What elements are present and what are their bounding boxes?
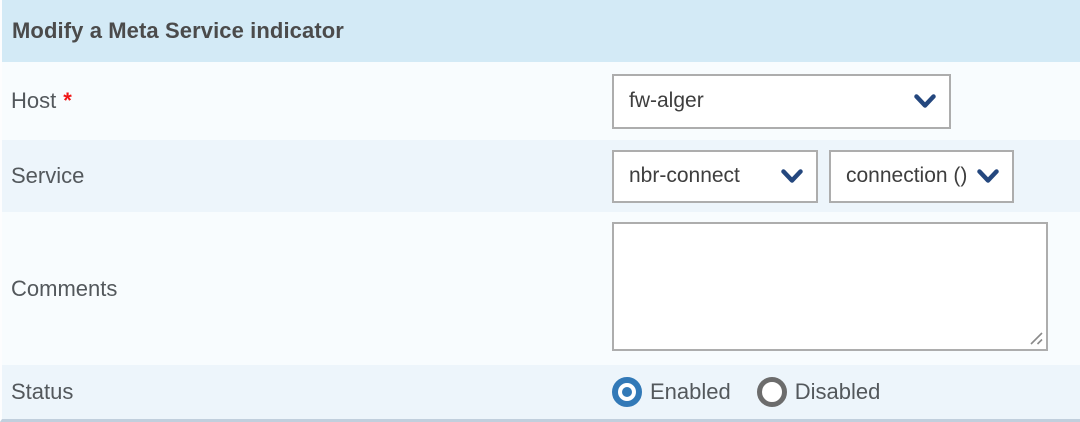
metric-select-value: connection () xyxy=(846,164,968,187)
status-label-cell: Status xyxy=(2,365,612,419)
status-radio-group: Enabled Disabled xyxy=(612,377,880,407)
status-row: Status Enabled Disabled xyxy=(2,365,1080,419)
status-radio-disabled[interactable]: Disabled xyxy=(756,377,881,407)
comments-textarea[interactable] xyxy=(612,221,1048,351)
chevron-down-icon xyxy=(781,168,803,183)
host-select-value: fw-alger xyxy=(629,89,704,112)
host-label: Host xyxy=(11,88,57,113)
host-select[interactable]: fw-alger xyxy=(612,73,951,129)
resize-handle-icon[interactable] xyxy=(1029,331,1044,346)
radio-unselected-icon xyxy=(756,377,787,407)
status-label: Status xyxy=(11,379,74,404)
metric-select[interactable]: connection () xyxy=(829,149,1014,203)
page-title: Modify a Meta Service indicator xyxy=(12,18,344,43)
comments-label-cell: Comments xyxy=(2,212,612,365)
comments-textarea-wrap xyxy=(612,221,1048,351)
status-radio-enabled[interactable]: Enabled xyxy=(612,377,731,407)
required-asterisk: * xyxy=(63,88,72,113)
service-select[interactable]: nbr-connect xyxy=(612,149,818,203)
chevron-down-icon xyxy=(977,168,999,183)
service-label: Service xyxy=(11,163,85,188)
host-value-cell: fw-alger xyxy=(612,62,1080,140)
service-value-cell: nbr-connect connection () xyxy=(612,140,1080,212)
host-label-cell: Host * xyxy=(2,62,612,140)
service-label-cell: Service xyxy=(2,140,612,212)
comments-label: Comments xyxy=(11,275,118,301)
chevron-down-icon xyxy=(914,93,936,108)
host-row: Host * fw-alger xyxy=(2,62,1080,140)
status-enabled-label: Enabled xyxy=(650,379,731,404)
service-select-value: nbr-connect xyxy=(629,164,740,187)
form-header: Modify a Meta Service indicator xyxy=(2,0,1080,62)
comments-row: Comments xyxy=(2,212,1080,365)
status-disabled-label: Disabled xyxy=(794,379,881,404)
service-row: Service nbr-connect connection () xyxy=(2,140,1080,212)
radio-selected-icon xyxy=(612,377,642,407)
comments-value-cell xyxy=(612,212,1080,365)
status-value-cell: Enabled Disabled xyxy=(612,365,1080,419)
